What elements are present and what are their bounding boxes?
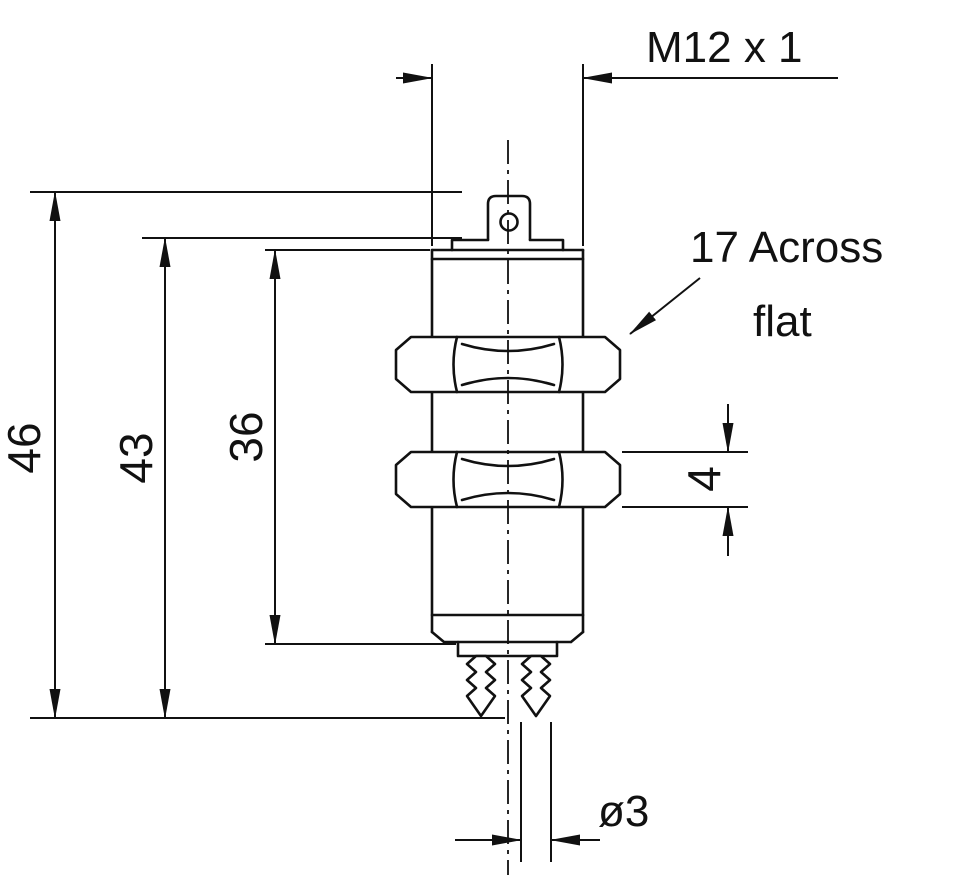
dim-4-label: 4 [678,466,730,492]
dim-thread: M12 x 1 [396,23,838,246]
dim-43-label: 43 [110,432,162,483]
dim-36: 36 [220,249,456,645]
across-flat-label-line1: 17 Across [690,223,883,272]
across-flat-label-line2: flat [753,297,812,346]
callout-across-flat: 17 Across flat [629,223,883,346]
thread-spec-label: M12 x 1 [646,23,803,72]
hex-nut-upper-facets [452,335,564,394]
body-bottom-chamfer [430,613,585,644]
collar [450,238,565,252]
hex-nut-lower-facets [452,450,564,509]
tab-hole [499,212,519,232]
dim-nut-thickness: 4 [622,404,748,556]
connector-pin-left [465,654,497,718]
dim-46: 46 [0,191,505,719]
dim-46-label: 46 [0,422,50,473]
dim-43: 43 [110,237,462,719]
dim-36-label: 36 [220,411,272,462]
leader-line [629,277,701,335]
dim-pin-diameter-label: ø3 [598,787,649,836]
sensor-body [430,194,585,658]
dim-pin-diameter: ø3 [455,722,649,862]
hex-nut-upper-outline [394,335,622,394]
connector-pin-right [520,654,552,718]
connector-pins [465,654,552,718]
